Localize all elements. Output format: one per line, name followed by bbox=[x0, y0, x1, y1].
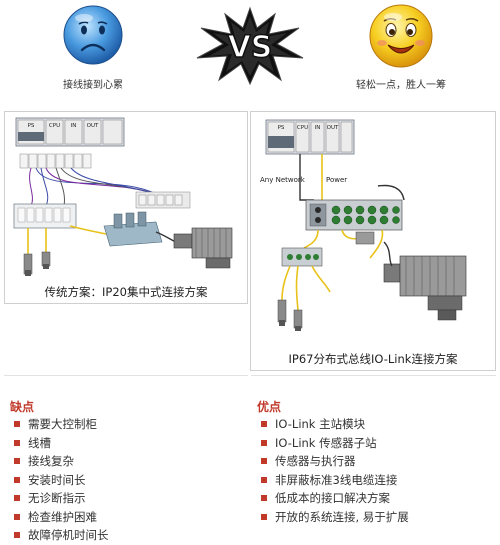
power-label: Power bbox=[326, 176, 347, 184]
cons-item: 故障停机时间长 bbox=[12, 526, 109, 545]
plc-label-in: IN bbox=[71, 123, 77, 129]
cons-section: 缺点 需要大控制柜 线槽 接线复杂 安装时间长 无诊断指示 检查维护困难 故障停… bbox=[4, 375, 248, 542]
cons-item: 无诊断指示 bbox=[12, 489, 109, 508]
traditional-scheme-panel: PS CPU IN OUT bbox=[4, 111, 248, 304]
right-caption: 轻松一点，胜人一筹 bbox=[356, 80, 446, 91]
plc-rack-left: PS CPU IN OUT bbox=[15, 117, 125, 147]
plc-label-ps: PS bbox=[28, 123, 35, 129]
sensor-left-1 bbox=[23, 253, 33, 276]
cons-title: 缺点 bbox=[10, 400, 35, 414]
io-link-master-module bbox=[305, 199, 403, 231]
any-network-label: Any Network bbox=[260, 176, 306, 184]
io-link-scheme-panel: PS CPU IN OUT Any Network Power bbox=[250, 111, 496, 371]
vs-burst: VS bbox=[196, 6, 304, 86]
hub-sensor-1 bbox=[277, 299, 287, 326]
vs-text: VS bbox=[228, 30, 273, 65]
io-link-sensor-hub bbox=[281, 247, 323, 267]
left-caption: 接线接到心累 bbox=[63, 80, 123, 91]
hub-sensor-cables bbox=[281, 265, 331, 311]
pros-item: 低成本的接口解决方案 bbox=[259, 489, 409, 508]
terminal-block-right bbox=[135, 191, 191, 209]
plc-right-label-out: OUT bbox=[327, 125, 339, 131]
pros-list: IO-Link 主站模块 IO-Link 传感器子站 传感器与执行器 非屏蔽标准… bbox=[259, 415, 409, 526]
plc-right-label-in: IN bbox=[315, 125, 321, 131]
valve-distributor bbox=[103, 211, 177, 247]
valve-block-right bbox=[355, 231, 375, 245]
traditional-scheme-diagram: PS CPU IN OUT bbox=[13, 117, 233, 276]
cons-item: 接线复杂 bbox=[12, 452, 109, 471]
pros-item: 开放的系统连接, 易于扩展 bbox=[259, 508, 409, 527]
wiring-bundle bbox=[29, 167, 172, 207]
plc-label-out: OUT bbox=[87, 123, 99, 129]
pros-title: 优点 bbox=[257, 400, 282, 414]
happy-face-icon bbox=[369, 4, 433, 68]
pros-item: 非屏蔽标准3线电缆连接 bbox=[259, 471, 409, 490]
sad-face-icon bbox=[63, 5, 123, 65]
plc-rack-right: PS CPU IN OUT bbox=[265, 119, 355, 155]
cons-item: 需要大控制柜 bbox=[12, 415, 109, 434]
actuator-cable-right bbox=[383, 241, 393, 267]
cons-item: 安装时间长 bbox=[12, 471, 109, 490]
pros-item: IO-Link 主站模块 bbox=[259, 415, 409, 434]
cons-list: 需要大控制柜 线槽 接线复杂 安装时间长 无诊断指示 检查维护困难 故障停机时间… bbox=[12, 415, 109, 545]
traditional-scheme-caption: 传统方案：IP20集中式连接方案 bbox=[44, 285, 208, 299]
junction-box-left bbox=[13, 203, 77, 229]
sensor-left-2 bbox=[41, 251, 51, 269]
actuator-cylinder-right bbox=[383, 255, 467, 321]
cons-item: 检查维护困难 bbox=[12, 508, 109, 527]
hub-sensor-2 bbox=[293, 309, 303, 331]
header: 接线接到心累 VS 轻松一点，胜人一筹 bbox=[0, 0, 500, 110]
plc-label-cpu: CPU bbox=[49, 123, 60, 129]
sensor-cables bbox=[27, 225, 107, 254]
terminal-block-top bbox=[19, 153, 92, 169]
actuator-cylinder-left bbox=[173, 227, 233, 269]
network-power-cables bbox=[299, 154, 405, 201]
plc-right-label-ps: PS bbox=[278, 125, 285, 131]
cons-item: 线槽 bbox=[12, 434, 109, 453]
pros-item: 传感器与执行器 bbox=[259, 452, 409, 471]
io-link-scheme-diagram: PS CPU IN OUT Any Network Power bbox=[260, 119, 467, 331]
pros-section: 优点 IO-Link 主站模块 IO-Link 传感器子站 传感器与执行器 非屏… bbox=[251, 375, 496, 533]
pros-item: IO-Link 传感器子站 bbox=[259, 434, 409, 453]
io-link-scheme-caption: IP67分布式总线IO-Link连接方案 bbox=[288, 352, 458, 366]
plc-right-label-cpu: CPU bbox=[297, 125, 308, 131]
